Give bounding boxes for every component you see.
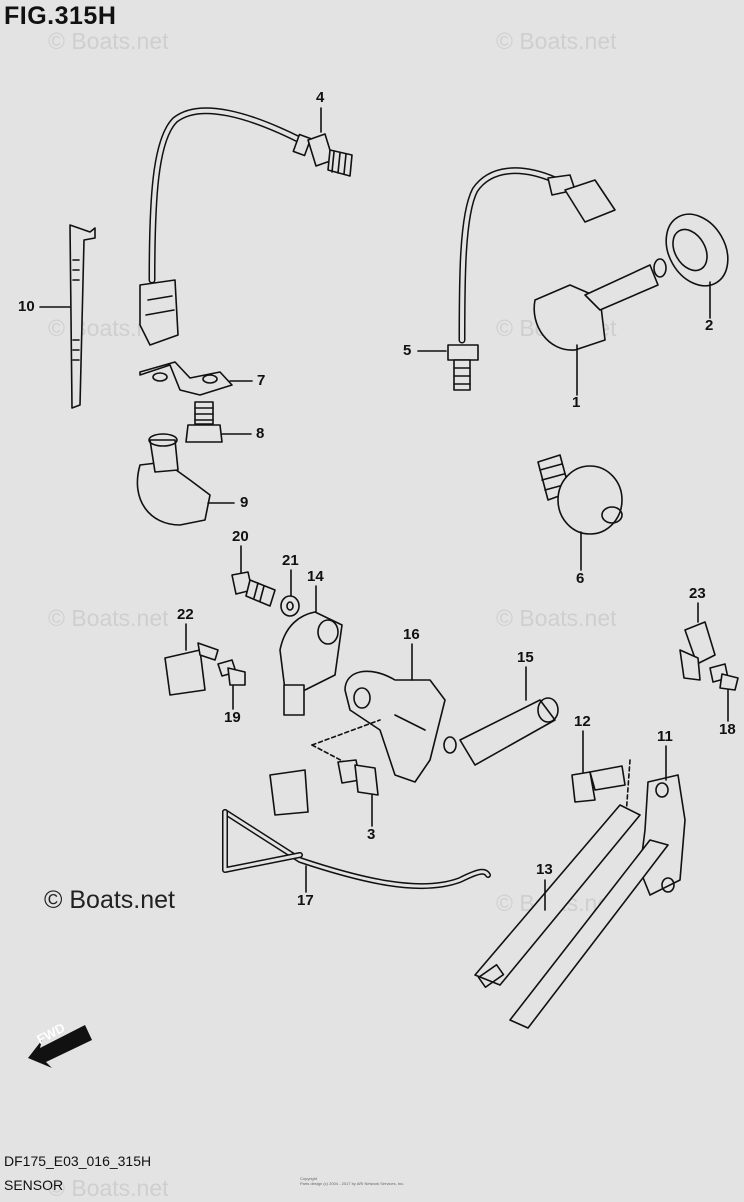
callout-9: 9 [240, 494, 249, 511]
part-16-bracket [344, 670, 446, 783]
callout-5: 5 [403, 342, 412, 359]
part-10-cable-tie [69, 224, 96, 409]
callout-4: 4 [316, 89, 325, 106]
callout-2: 2 [705, 317, 714, 334]
callout-16: 16 [403, 626, 420, 643]
callout-15: 15 [517, 649, 534, 666]
callout-8: 8 [256, 425, 265, 442]
callout-23: 23 [689, 585, 706, 602]
watermark-main: © Boats.net [44, 886, 175, 914]
part-7-clamp [139, 361, 233, 396]
callout-1: 1 [572, 394, 581, 411]
part-6-sensor [537, 454, 623, 535]
part-12-bolt [571, 765, 626, 803]
callout-22: 22 [177, 606, 194, 623]
callout-20: 20 [232, 528, 249, 545]
callout-12: 12 [574, 713, 591, 730]
part-4-sensor [139, 107, 353, 346]
watermark: © Boats.net [496, 605, 617, 631]
callout-13: 13 [536, 861, 553, 878]
part-21-washer [280, 595, 300, 617]
callout-14: 14 [307, 568, 324, 585]
copyright-note: Copyright Parts design (c) 2004 - 2017 b… [300, 1176, 460, 1186]
part-15-lever [443, 697, 559, 766]
part-19-bolt [217, 659, 246, 686]
watermark: © Boats.net [48, 28, 169, 54]
callout-10: 10 [18, 298, 35, 315]
callout-17: 17 [297, 892, 314, 909]
callout-11: 11 [657, 728, 673, 745]
part-8-bolt [185, 401, 223, 443]
part-2-grommet [665, 213, 729, 287]
callout-18: 18 [719, 721, 736, 738]
part-3-bolt [337, 759, 379, 796]
callout-6: 6 [576, 570, 585, 587]
figure-title: FIG.315H [4, 2, 117, 30]
callout-21: 21 [282, 552, 299, 569]
diagram-caption: SENSOR [4, 1177, 64, 1193]
watermark: © Boats.net [48, 1175, 169, 1201]
part-18-bolt [709, 663, 739, 691]
copyright-line-2: Parts design (c) 2004 - 2017 by ARI Netw… [300, 1181, 405, 1186]
part-9-clamp [136, 433, 211, 526]
part-14-sensor [279, 611, 343, 716]
part-13-bar [474, 804, 669, 1029]
copyright-line-1: Copyright [300, 1176, 318, 1181]
part-5-sensor [447, 167, 616, 391]
part-22-clip [164, 642, 219, 696]
callout-3: 3 [367, 826, 376, 843]
part-1-sensor [533, 258, 667, 351]
part-17-harness [222, 769, 491, 890]
part-23-clip [679, 621, 716, 681]
callout-7: 7 [257, 372, 266, 389]
diagram-code: DF175_E03_016_315H [4, 1153, 152, 1169]
watermark: © Boats.net [496, 28, 617, 54]
part-20-bolt [231, 571, 276, 607]
watermark: © Boats.net [48, 605, 169, 631]
callout-19: 19 [224, 709, 241, 726]
fwd-arrow-icon [28, 1025, 92, 1068]
part-11-bracket [639, 774, 686, 896]
